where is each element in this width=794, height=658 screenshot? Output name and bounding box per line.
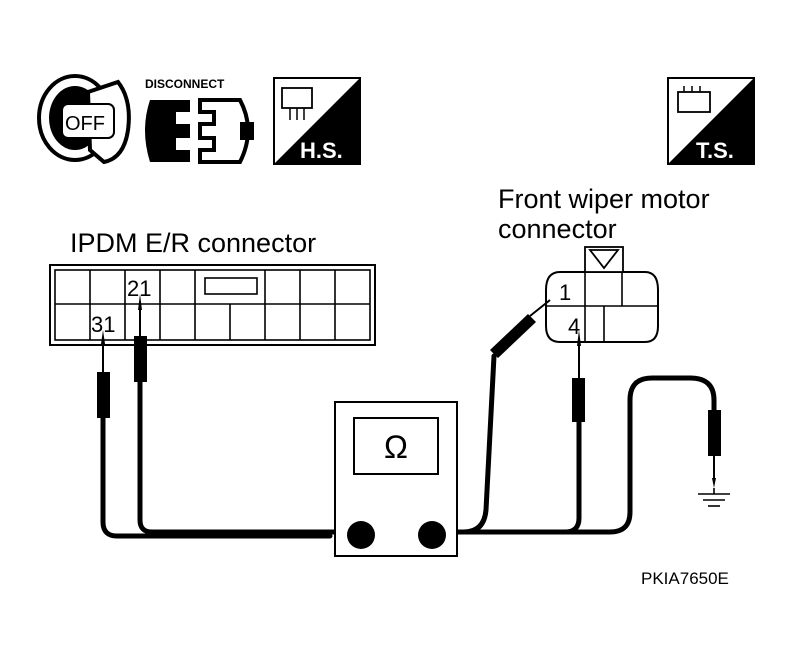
figure-code: PKIA7650E [641, 569, 729, 588]
wiper-connector-title-line2: connector [498, 214, 617, 244]
harness-side-label: H.S. [300, 138, 343, 163]
terminal-side-icon: T.S. [667, 77, 755, 165]
meter-terminal-right [418, 521, 446, 549]
disconnect-connector-icon: DISCONNECT [145, 77, 254, 164]
wiper-pin-1-label: 1 [559, 280, 571, 305]
harness-side-icon: H.S. [273, 77, 361, 165]
ignition-off-icon: OFF [37, 74, 131, 165]
probe-wiper-1 [490, 299, 551, 358]
wire-wiper-4 [447, 419, 582, 535]
disconnect-label: DISCONNECT [145, 77, 225, 91]
wire-ground [557, 375, 717, 535]
wiper-connector-title-line1: Front wiper motor [498, 184, 710, 214]
wire-ipdm-31 [100, 415, 333, 539]
ipdm-connector-title: IPDM E/R connector [70, 228, 316, 258]
terminal-side-label: T.S. [696, 138, 734, 163]
ignition-off-label: OFF [65, 113, 105, 135]
probe-ground [708, 410, 721, 488]
wire-ipdm-21 [137, 379, 358, 535]
ground-icon [698, 488, 730, 507]
probe-wiper-4 [572, 330, 585, 422]
ipdm-connector: 21 31 [49, 264, 376, 346]
ohm-symbol: Ω [384, 429, 408, 465]
probe-ipdm-31 [97, 330, 110, 418]
meter-terminal-left [347, 521, 375, 549]
probe-ipdm-21 [134, 294, 147, 382]
ipdm-pin-21-label: 21 [127, 276, 151, 301]
wiper-pin-4-label: 4 [568, 314, 580, 339]
ohmmeter: Ω [334, 401, 458, 557]
wiper-motor-connector: 1 4 [545, 246, 659, 343]
